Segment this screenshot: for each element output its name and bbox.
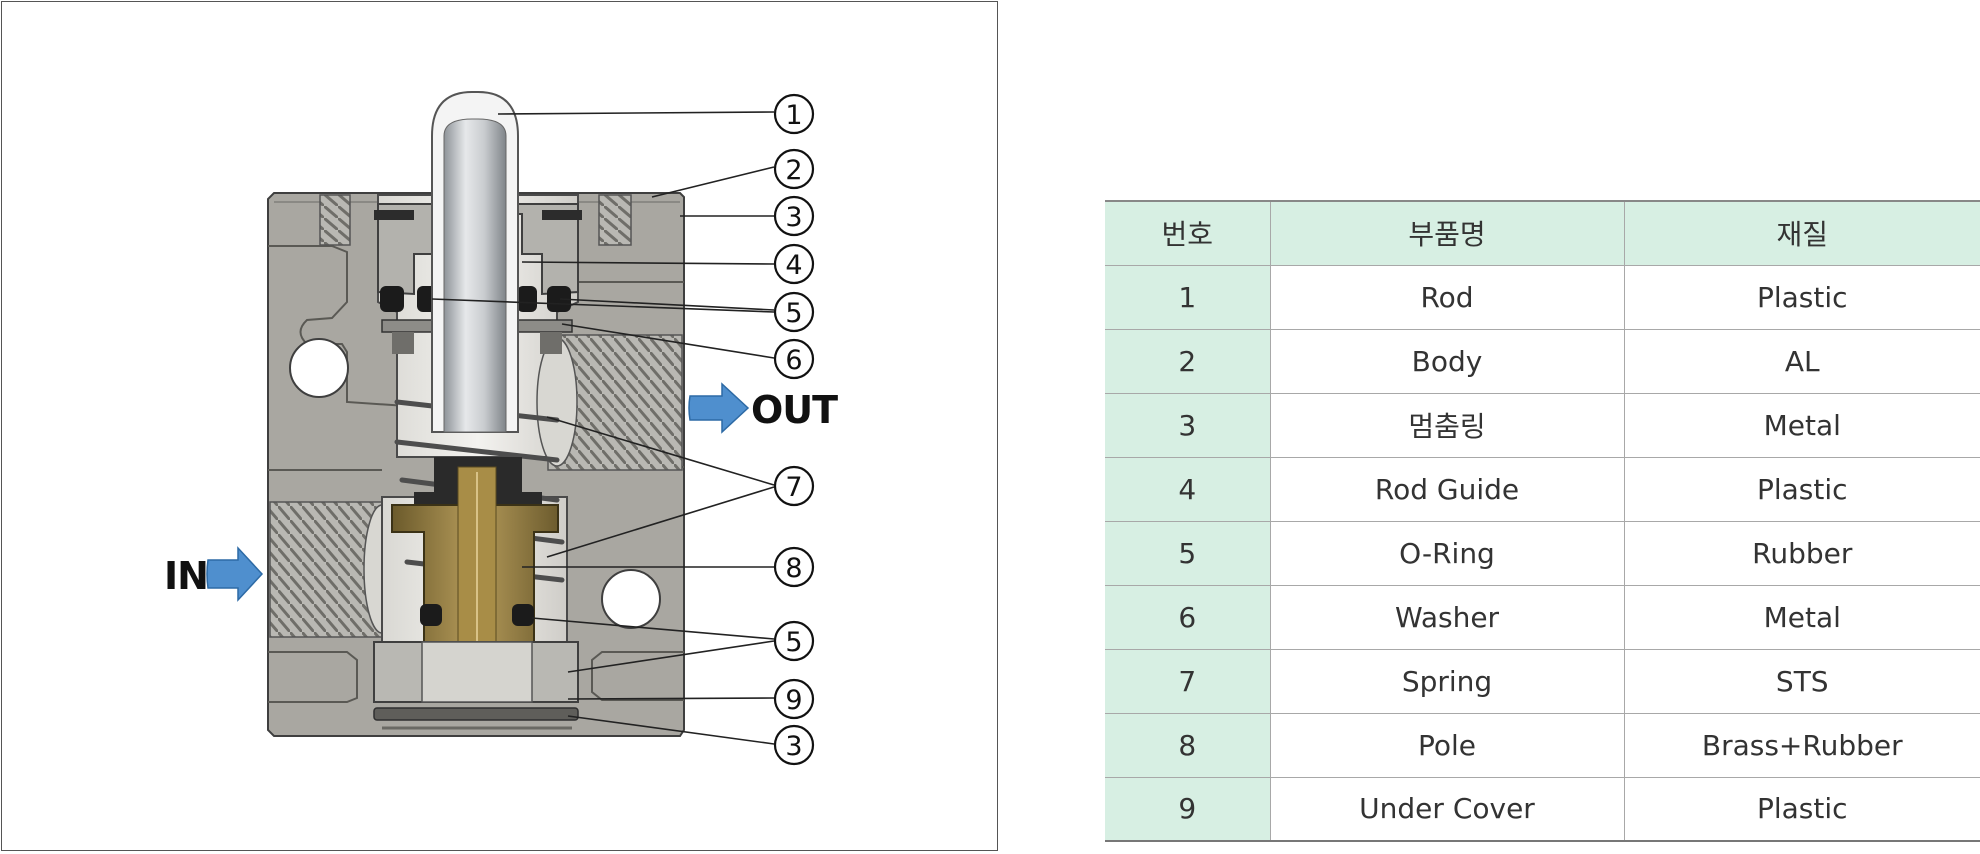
callout-circle-9 xyxy=(773,678,815,720)
table-row: 3 멈춤링 Metal xyxy=(1105,393,1980,458)
in-arrow-icon xyxy=(206,546,264,602)
header-material: 재질 xyxy=(1623,200,1980,266)
in-port-label: IN xyxy=(164,554,208,598)
cell-material: Brass+Rubber xyxy=(1623,713,1980,778)
cell-material: AL xyxy=(1623,329,1980,394)
cell-part-name: Washer xyxy=(1269,585,1624,650)
callout-circle-3 xyxy=(773,195,815,237)
table-header-row: 번호 부품명 재질 xyxy=(1105,200,1980,266)
cell-material: Metal xyxy=(1623,585,1980,650)
cell-material: Rubber xyxy=(1623,521,1980,586)
callout-label-8: 8 xyxy=(785,553,802,584)
header-part-name: 부품명 xyxy=(1269,200,1624,266)
callout-circle-5b xyxy=(773,620,815,662)
stop-ring-top xyxy=(374,210,414,220)
mounting-hole-left xyxy=(289,338,349,398)
callout-circle-2 xyxy=(773,148,815,190)
cell-material: Metal xyxy=(1623,393,1980,458)
header-number: 번호 xyxy=(1105,200,1270,266)
callout-circle-4 xyxy=(773,243,815,285)
cell-number: 1 xyxy=(1105,265,1270,330)
callout-label-7: 7 xyxy=(785,472,802,503)
cell-number: 8 xyxy=(1105,713,1270,778)
table-row: 8 Pole Brass+Rubber xyxy=(1105,713,1980,778)
table-row: 7 Spring STS xyxy=(1105,649,1980,714)
cell-part-name: Under Cover xyxy=(1269,777,1624,842)
callout-circle-6 xyxy=(773,338,815,380)
callout-label-6: 6 xyxy=(785,345,802,376)
cell-number: 2 xyxy=(1105,329,1270,394)
cell-part-name: Rod Guide xyxy=(1269,457,1624,522)
cell-material: Plastic xyxy=(1623,777,1980,842)
callout-circle-5a xyxy=(773,291,815,333)
table-row: 9 Under Cover Plastic xyxy=(1105,777,1980,842)
callout-circle-8 xyxy=(773,546,815,588)
cell-part-name: Rod xyxy=(1269,265,1624,330)
table-row: 4 Rod Guide Plastic xyxy=(1105,457,1980,522)
callout-circle-7 xyxy=(773,465,815,507)
cell-number: 3 xyxy=(1105,393,1270,458)
callout-label-9: 9 xyxy=(785,685,802,716)
valve-cross-section-diagram: 1 2 3 4 5 6 7 8 5 9 3 OUT IN xyxy=(164,91,839,766)
cell-part-name: 멈춤링 xyxy=(1269,393,1624,458)
table-row: 1 Rod Plastic xyxy=(1105,265,1980,330)
cell-material: Plastic xyxy=(1623,457,1980,522)
callout-circle-1 xyxy=(773,93,815,135)
callout-label-2: 2 xyxy=(785,155,802,186)
cell-part-name: Pole xyxy=(1269,713,1624,778)
callout-circle-3b xyxy=(773,724,815,766)
table-row: 5 O-Ring Rubber xyxy=(1105,521,1980,586)
valve-cross-section-panel: 1 2 3 4 5 6 7 8 5 9 3 OUT IN xyxy=(1,1,998,851)
stop-ring-bottom xyxy=(373,707,579,721)
table-row: 6 Washer Metal xyxy=(1105,585,1980,650)
callout-label-3b: 3 xyxy=(785,731,802,762)
mounting-hole-right xyxy=(601,569,661,629)
callout-label-3: 3 xyxy=(785,202,802,233)
callout-label-5a: 5 xyxy=(785,298,802,329)
parts-table: 번호 부품명 재질 1 Rod Plastic 2 Body AL 3 멈춤링 … xyxy=(1105,200,1980,842)
cell-number: 6 xyxy=(1105,585,1270,650)
cell-number: 7 xyxy=(1105,649,1270,714)
out-arrow-icon xyxy=(688,382,750,434)
callout-label-4: 4 xyxy=(785,250,802,281)
cell-number: 9 xyxy=(1105,777,1270,842)
cell-material: STS xyxy=(1623,649,1980,714)
callout-label-1: 1 xyxy=(785,100,802,131)
cell-part-name: Spring xyxy=(1269,649,1624,714)
out-port-label: OUT xyxy=(751,388,838,432)
cell-number: 5 xyxy=(1105,521,1270,586)
cell-number: 4 xyxy=(1105,457,1270,522)
cell-material: Plastic xyxy=(1623,265,1980,330)
cell-part-name: Body xyxy=(1269,329,1624,394)
rod-guide xyxy=(377,203,579,296)
cell-part-name: O-Ring xyxy=(1269,521,1624,586)
callout-label-5b: 5 xyxy=(785,627,802,658)
table-row: 2 Body AL xyxy=(1105,329,1980,394)
